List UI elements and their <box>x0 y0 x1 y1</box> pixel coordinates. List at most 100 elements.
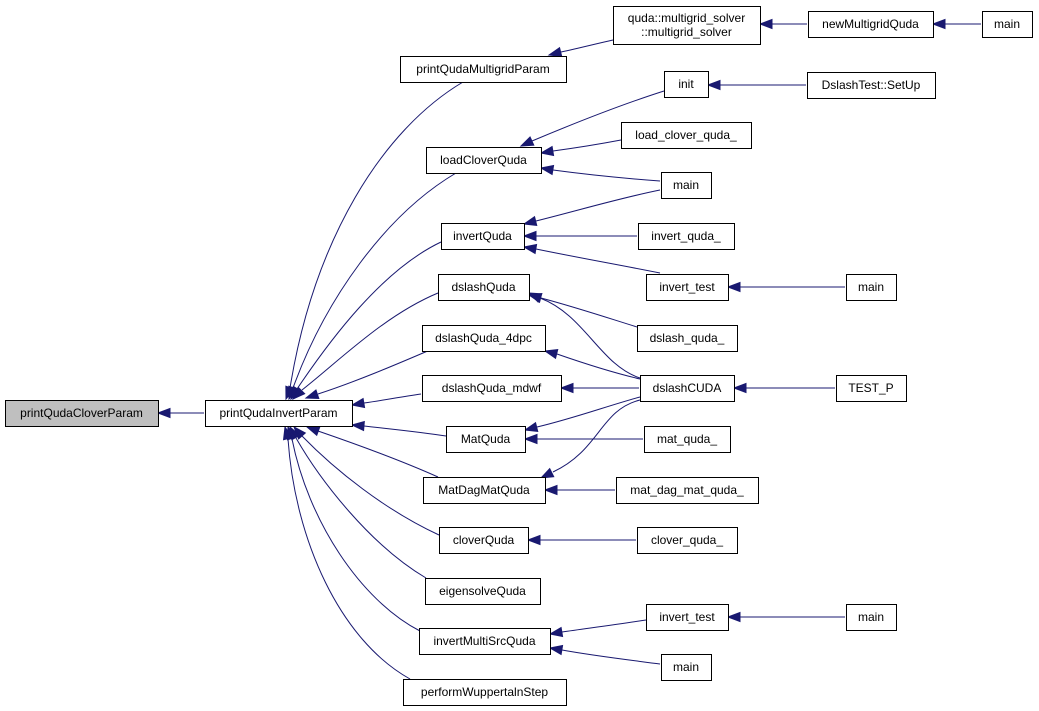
node-box[interactable] <box>205 400 353 427</box>
graph-node[interactable]: printQudaCloverParam <box>5 400 159 427</box>
call-edge <box>706 79 806 91</box>
call-edge <box>291 292 439 401</box>
node-box[interactable] <box>403 679 567 706</box>
call-edge <box>527 292 641 379</box>
graph-node[interactable]: dslash_quda_ <box>637 325 738 352</box>
node-box[interactable] <box>646 604 729 631</box>
node-box[interactable] <box>846 604 897 631</box>
node-label: mat_quda_ <box>657 432 717 446</box>
graph-node[interactable]: eigensolveQuda <box>425 578 541 605</box>
node-box[interactable] <box>446 426 526 453</box>
graph-node[interactable]: printQudaInvertParam <box>205 400 353 427</box>
arrowhead-icon <box>523 421 539 433</box>
graph-node[interactable]: init <box>664 71 709 98</box>
node-box[interactable] <box>400 56 567 83</box>
call-edge <box>350 420 447 437</box>
node-box[interactable] <box>640 375 735 402</box>
call-edge <box>522 189 661 227</box>
graph-node[interactable]: invertMultiSrcQuda <box>419 628 551 655</box>
graph-node[interactable]: invertQuda <box>441 223 525 250</box>
arrowhead-icon <box>726 611 741 623</box>
node-box[interactable] <box>664 71 709 98</box>
node-label: dslash_quda_ <box>650 331 725 345</box>
node-box[interactable] <box>613 6 761 45</box>
edge-line <box>317 349 431 395</box>
call-edge <box>548 644 661 665</box>
arrowhead-icon <box>732 382 747 394</box>
graph-node[interactable]: printQudaMultigridParam <box>400 56 567 83</box>
node-label: invert_quda_ <box>651 229 721 243</box>
call-edge <box>732 382 835 394</box>
graph-node[interactable]: dslashQuda_4dpc <box>422 325 546 352</box>
call-edge <box>726 611 845 623</box>
graph-node[interactable]: mat_quda_ <box>644 426 731 453</box>
graph-node[interactable]: dslashQuda <box>438 274 530 301</box>
graph-node[interactable]: main <box>846 604 897 631</box>
node-box[interactable] <box>422 325 546 352</box>
graph-node[interactable]: loadCloverQuda <box>426 147 542 174</box>
node-box[interactable] <box>661 654 712 681</box>
call-edge <box>559 382 639 394</box>
node-label: main <box>673 660 699 674</box>
node-box[interactable] <box>637 325 738 352</box>
node-box[interactable] <box>808 11 934 38</box>
node-box[interactable] <box>422 375 562 402</box>
arrowhead-icon <box>526 534 541 546</box>
graph-node[interactable]: dslashQuda_mdwf <box>422 375 562 402</box>
arrowhead-icon <box>547 46 563 58</box>
graph-node[interactable]: invert_test <box>646 604 729 631</box>
graph-node[interactable]: load_clover_quda_ <box>621 122 752 149</box>
node-box[interactable] <box>836 375 907 402</box>
node-box[interactable] <box>419 628 551 655</box>
node-box[interactable] <box>661 172 712 199</box>
node-label: invertQuda <box>453 229 512 243</box>
graph-node[interactable]: mat_dag_mat_quda_ <box>616 477 759 504</box>
graph-node[interactable]: MatDagMatQuda <box>423 477 546 504</box>
node-box[interactable] <box>982 11 1033 38</box>
node-label: loadCloverQuda <box>440 153 527 167</box>
node-box[interactable] <box>646 274 729 301</box>
call-edge <box>548 619 647 638</box>
call-edge <box>543 484 615 496</box>
graph-node[interactable]: clover_quda_ <box>637 527 738 554</box>
node-box[interactable] <box>621 122 752 149</box>
arrowhead-icon <box>304 389 320 400</box>
graph-node[interactable]: invert_quda_ <box>638 223 735 250</box>
call-edge <box>539 399 641 479</box>
node-label: invert_test <box>659 280 715 294</box>
call-edge <box>526 534 636 546</box>
graph-node[interactable]: invert_test <box>646 274 729 301</box>
graph-node[interactable]: main <box>661 654 712 681</box>
graph-node[interactable]: TEST_P <box>836 375 907 402</box>
arrowhead-icon <box>539 145 555 157</box>
node-box[interactable] <box>426 147 542 174</box>
node-box[interactable] <box>846 274 897 301</box>
graph-node[interactable]: main <box>846 274 897 301</box>
node-label: printQudaMultigridParam <box>416 62 549 76</box>
graph-node[interactable]: main <box>982 11 1033 38</box>
graph-node[interactable]: DslashTest::SetUp <box>807 72 936 99</box>
node-box[interactable] <box>438 274 530 301</box>
graph-node[interactable]: MatQuda <box>446 426 526 453</box>
graph-node[interactable]: main <box>661 172 712 199</box>
graph-node[interactable]: newMultigridQuda <box>808 11 934 38</box>
node-box[interactable] <box>807 72 936 99</box>
node-box[interactable] <box>441 223 525 250</box>
call-edge <box>523 433 643 445</box>
graph-node[interactable]: performWuppertalnStep <box>403 679 567 706</box>
graph-node[interactable]: dslashCUDA <box>640 375 735 402</box>
graph-node[interactable]: quda::multigrid_solver::multigrid_solver <box>613 6 761 45</box>
edge-line <box>539 297 641 379</box>
edge-line <box>535 248 661 274</box>
node-box[interactable] <box>439 527 529 554</box>
call-edge <box>931 18 981 30</box>
node-box[interactable] <box>423 477 546 504</box>
node-box[interactable] <box>637 527 738 554</box>
node-box[interactable] <box>425 578 541 605</box>
node-box[interactable] <box>5 400 159 427</box>
node-box[interactable] <box>638 223 735 250</box>
graph-node[interactable]: cloverQuda <box>439 527 529 554</box>
edge-line <box>363 393 422 404</box>
node-box[interactable] <box>616 477 759 504</box>
node-box[interactable] <box>644 426 731 453</box>
